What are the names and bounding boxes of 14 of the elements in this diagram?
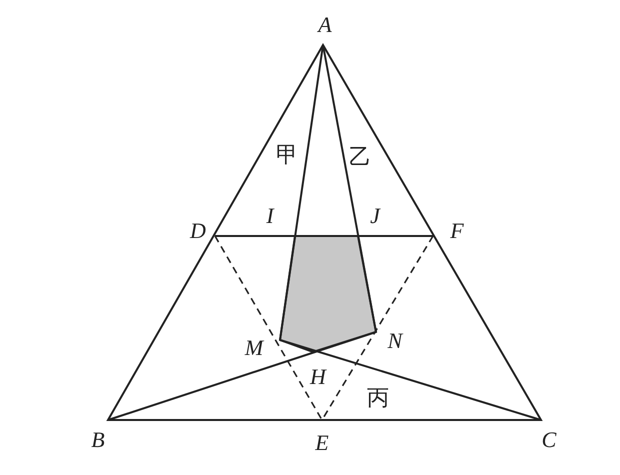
point-label: F (450, 219, 464, 243)
region-label: 乙 (349, 145, 371, 169)
point-label: H (310, 365, 326, 389)
region-label: 甲 (276, 143, 298, 167)
region-label: 丙 (367, 386, 389, 410)
point-label: M (244, 336, 264, 360)
point-label: C (542, 428, 556, 452)
point-label: J (370, 204, 380, 228)
point-label: A (318, 13, 332, 37)
point-label: I (266, 204, 274, 228)
point-label: D (190, 219, 206, 243)
point-label: B (91, 428, 105, 452)
point-label: N (388, 329, 402, 353)
point-label: E (315, 431, 329, 455)
